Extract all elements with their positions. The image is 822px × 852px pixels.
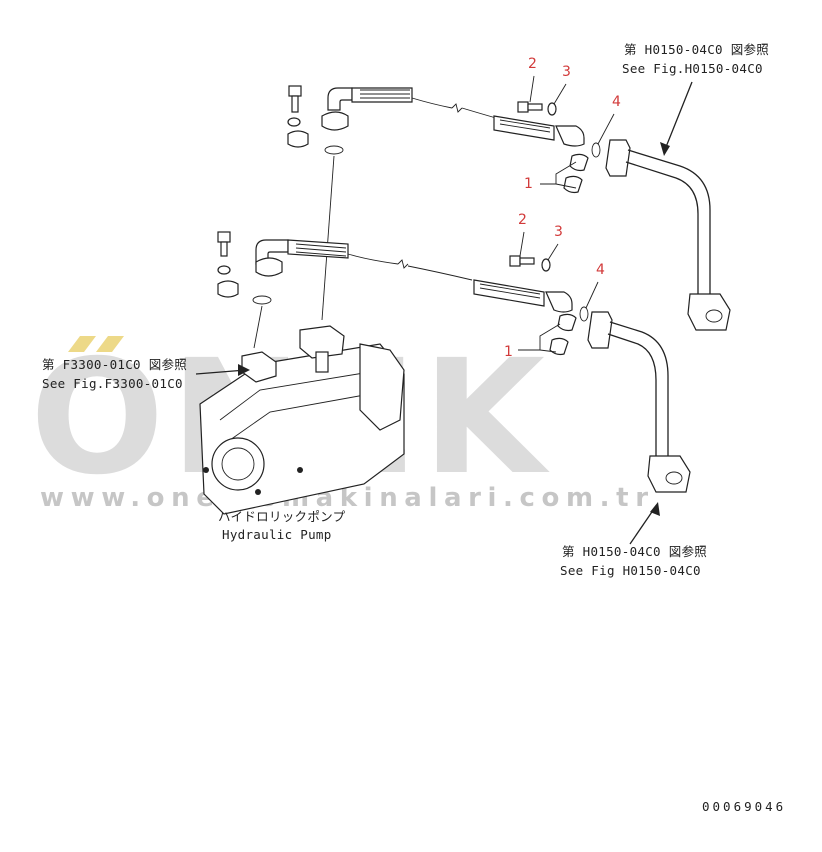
upper-pipe: [605, 81, 731, 331]
pump-label-en: Hydraulic Pump: [222, 527, 332, 542]
reference-top-right: 第 H0150-04C0 図参照 See Fig.H0150-04C0: [622, 42, 769, 76]
callout-upper-3: 3: [562, 64, 571, 80]
reference-bottom-right: 第 H0150-04C0 図参照 See Fig H0150-04C0: [560, 544, 707, 578]
ref-top-right-en: See Fig.H0150-04C0: [622, 61, 763, 76]
lower-pipe: [587, 311, 691, 545]
upper-hose-assembly: [287, 85, 601, 321]
callout-lower-2: 2: [518, 212, 527, 228]
reference-left: 第 F3300-01C0 図参照 See Fig.F3300-01C0: [42, 357, 187, 391]
ref-bottom-right-jp: 第 H0150-04C0 図参照: [562, 544, 707, 559]
ref-bottom-right-en: See Fig H0150-04C0: [560, 563, 701, 578]
callout-lower-4: 4: [596, 262, 605, 278]
callout-upper-1: 1: [524, 176, 533, 192]
ref-left-jp: 第 F3300-01C0 図参照: [42, 357, 187, 372]
ref-left-en: See Fig.F3300-01C0: [42, 376, 183, 391]
lower-callouts: 2 3 4 1: [504, 212, 605, 360]
upper-callouts: 2 3 4 1: [524, 56, 621, 192]
callout-upper-2: 2: [528, 56, 537, 72]
callout-lower-1: 1: [504, 344, 513, 360]
hydraulic-pump-drawing: [195, 325, 405, 515]
drawing-number: 00069046: [702, 799, 786, 814]
ref-top-right-jp: 第 H0150-04C0 図参照: [624, 42, 769, 57]
lower-hose-assembly: [217, 231, 589, 356]
callout-upper-4: 4: [612, 94, 621, 110]
pump-label-jp: ハイドロリックポンプ: [218, 509, 346, 524]
callout-lower-3: 3: [554, 224, 563, 240]
pump-label: ハイドロリックポンプ Hydraulic Pump: [218, 509, 346, 542]
